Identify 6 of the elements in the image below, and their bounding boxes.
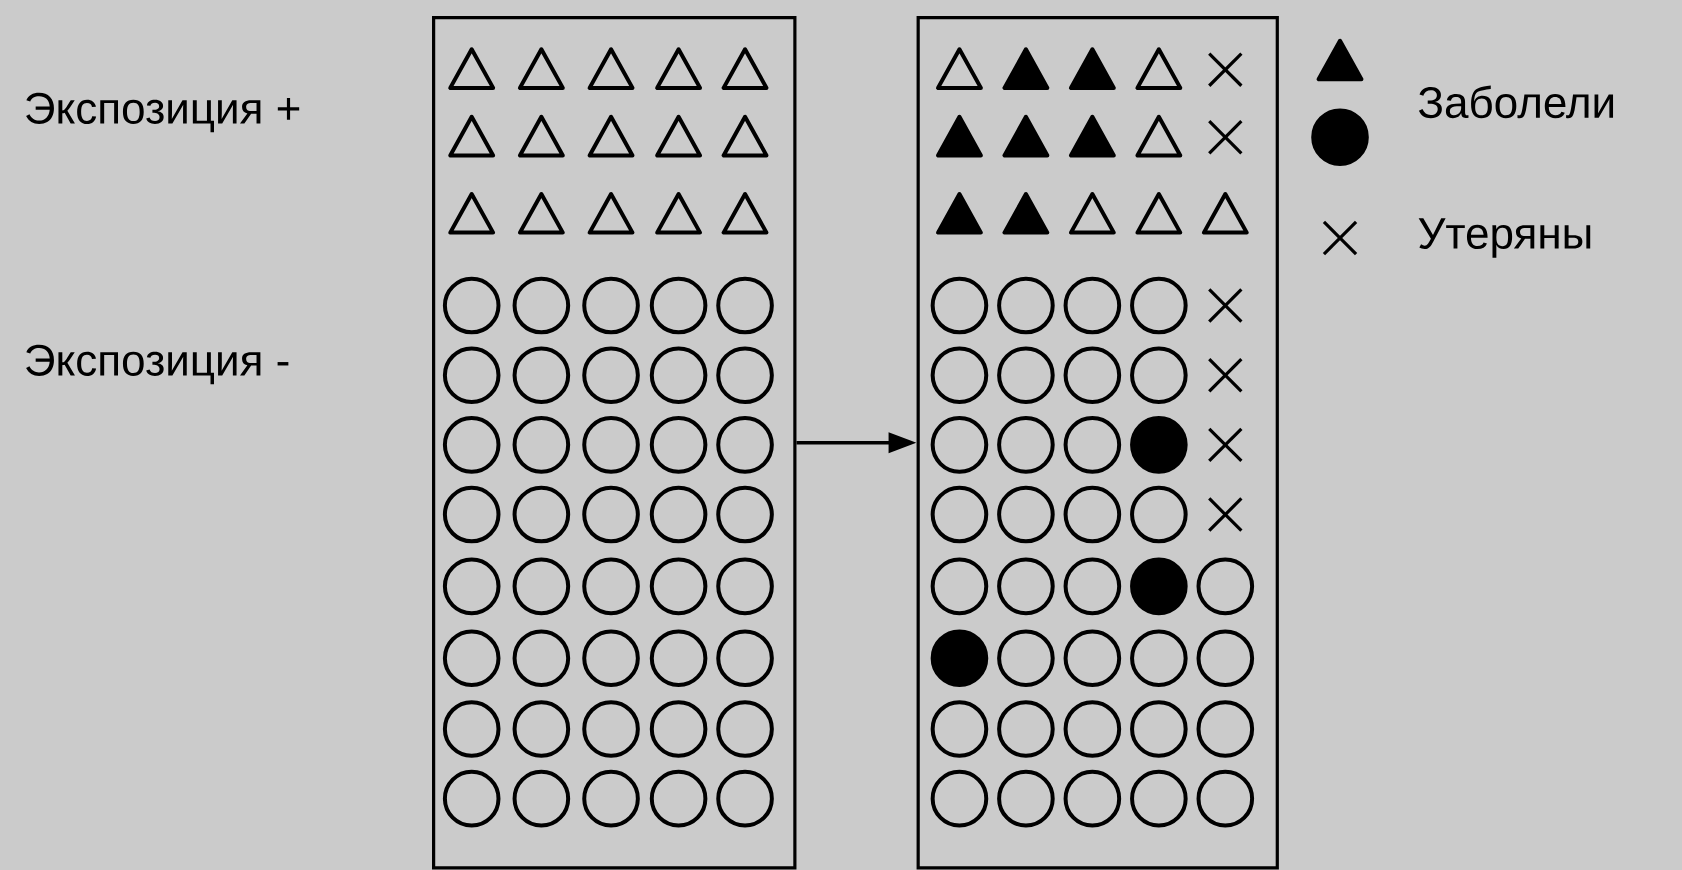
legend-label: Утеряны [1418,218,1591,258]
row-label: Экспозиция - [26,344,289,385]
legend-label: Заболели [1418,85,1614,119]
group-box [432,16,797,870]
group-box [916,16,1279,870]
row-label: Экспозиция + [26,92,300,133]
